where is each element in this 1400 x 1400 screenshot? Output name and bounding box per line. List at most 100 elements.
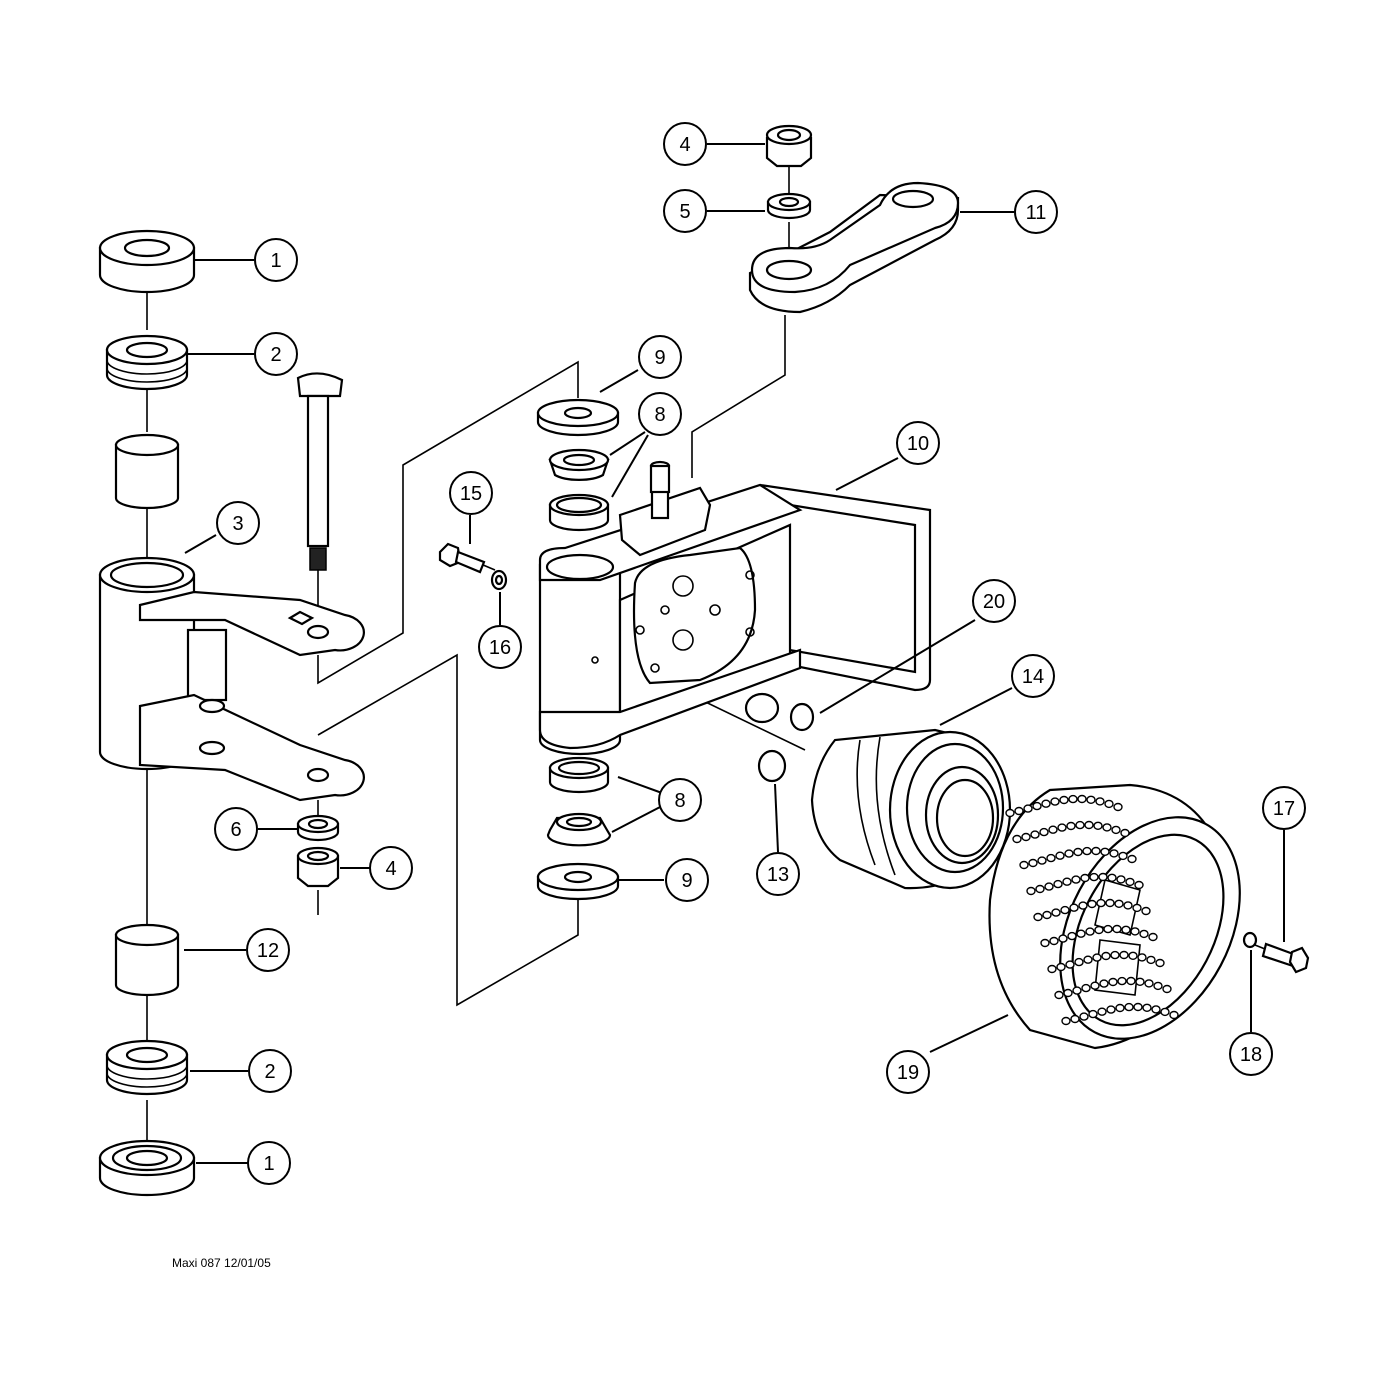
callout-number: 8	[654, 404, 665, 426]
callout-number: 20	[983, 591, 1005, 613]
hub-motor	[810, 728, 1012, 890]
tread-stud	[1130, 927, 1140, 936]
tread-stud	[1116, 875, 1126, 884]
tread-stud	[1090, 981, 1100, 990]
callout-5: 5	[663, 189, 707, 233]
tread-stud	[1101, 951, 1111, 961]
tread-stud	[1092, 953, 1102, 962]
tread-stud	[1035, 884, 1045, 894]
callout-number: 17	[1273, 798, 1295, 820]
tread-stud	[1064, 849, 1074, 858]
washer-9-upper	[536, 398, 620, 437]
tread-stud	[1081, 983, 1091, 993]
tread-stud	[1105, 898, 1115, 908]
tread-stud	[1169, 1010, 1179, 1020]
tread-stud	[1040, 938, 1050, 948]
bearing-cone-lower	[546, 812, 612, 847]
tread-stud	[1126, 976, 1136, 986]
main-frame	[538, 460, 932, 756]
bearing-cup-upper	[548, 493, 610, 532]
tread-stud	[1053, 879, 1063, 889]
top-link-group	[748, 124, 960, 314]
tread-stud	[1098, 872, 1108, 882]
tread-stud	[1041, 799, 1051, 808]
tread-stud	[1123, 901, 1133, 910]
callout-number: 4	[679, 134, 690, 156]
tread-stud	[1128, 951, 1138, 960]
washer-bottom	[98, 1139, 196, 1197]
callout-2: 2	[254, 332, 298, 376]
callout-number: 14	[1022, 666, 1044, 688]
tread-stud	[1114, 899, 1124, 908]
tread-stud	[1074, 957, 1084, 967]
callout-15: 15	[449, 471, 493, 515]
tread-stud	[1037, 856, 1047, 865]
tread-stud	[1111, 825, 1121, 835]
callout-8: 8	[638, 392, 682, 436]
callout-12: 12	[246, 928, 290, 972]
callout-number: 1	[270, 250, 281, 272]
tread-stud	[1080, 873, 1090, 883]
callout-18: 18	[1229, 1032, 1273, 1076]
tread-stud	[1124, 1002, 1134, 1012]
tread-stud	[1028, 858, 1038, 868]
tread-stud	[1033, 912, 1043, 922]
tread-stud	[1151, 1005, 1161, 1014]
tread-stud	[1075, 820, 1085, 830]
tread-stud	[1030, 830, 1040, 839]
callout-13: 13	[756, 852, 800, 896]
callout-3: 3	[216, 501, 260, 545]
callout-number: 1	[263, 1153, 274, 1175]
nut-top	[765, 124, 813, 168]
callout-10: 10	[896, 421, 940, 465]
tread-stud	[1142, 1003, 1152, 1012]
callout-number: 8	[674, 790, 685, 812]
tread-stud	[1112, 924, 1122, 934]
tread-stud	[1076, 929, 1086, 938]
tread-stud	[1062, 877, 1072, 886]
tread-stud	[1133, 1002, 1143, 1012]
callout-number: 19	[897, 1062, 919, 1084]
callout-number: 13	[767, 864, 789, 886]
tread-stud	[1068, 794, 1078, 804]
callout-19: 19	[886, 1050, 930, 1094]
bearing-cup-lower	[548, 756, 610, 794]
callout-4: 4	[369, 846, 413, 890]
tread-stud	[1148, 932, 1158, 942]
callout-leaders	[184, 143, 1285, 1164]
tread-stud	[1014, 806, 1024, 816]
tread-stud	[1089, 872, 1099, 882]
tread-stud	[1104, 799, 1114, 809]
tread-stud	[1066, 821, 1076, 831]
tread-stud	[1057, 823, 1067, 832]
callout-number: 9	[654, 347, 665, 369]
tread-stud	[1095, 797, 1105, 806]
tread-stud	[1106, 1005, 1116, 1014]
tread-stud	[1113, 802, 1123, 812]
tread-stud	[1049, 936, 1059, 946]
tread-stud	[1162, 984, 1172, 994]
o-rings	[744, 692, 815, 783]
tread-stud	[1093, 821, 1103, 830]
tread-stud	[1039, 827, 1049, 837]
tread-stud	[1060, 905, 1070, 915]
tread-stud	[1155, 958, 1165, 968]
tread-stud	[1071, 875, 1081, 884]
tread-stud	[1141, 906, 1151, 916]
tread-stud	[1072, 986, 1082, 995]
tread-stud	[1086, 795, 1096, 804]
nut-lower	[296, 846, 340, 888]
tread-stud	[1144, 979, 1154, 988]
washer-6	[296, 814, 340, 842]
tread-stud	[1067, 931, 1077, 941]
tread-stud	[1019, 860, 1029, 870]
tread-stud	[1146, 955, 1156, 965]
callout-number: 15	[460, 483, 482, 505]
tread-stud	[1056, 962, 1066, 972]
tread-stud	[1091, 846, 1101, 856]
tread-stud	[1108, 977, 1118, 987]
seal-bottom	[105, 1039, 189, 1096]
left-stack	[98, 229, 365, 1197]
callout-2: 2	[248, 1049, 292, 1093]
